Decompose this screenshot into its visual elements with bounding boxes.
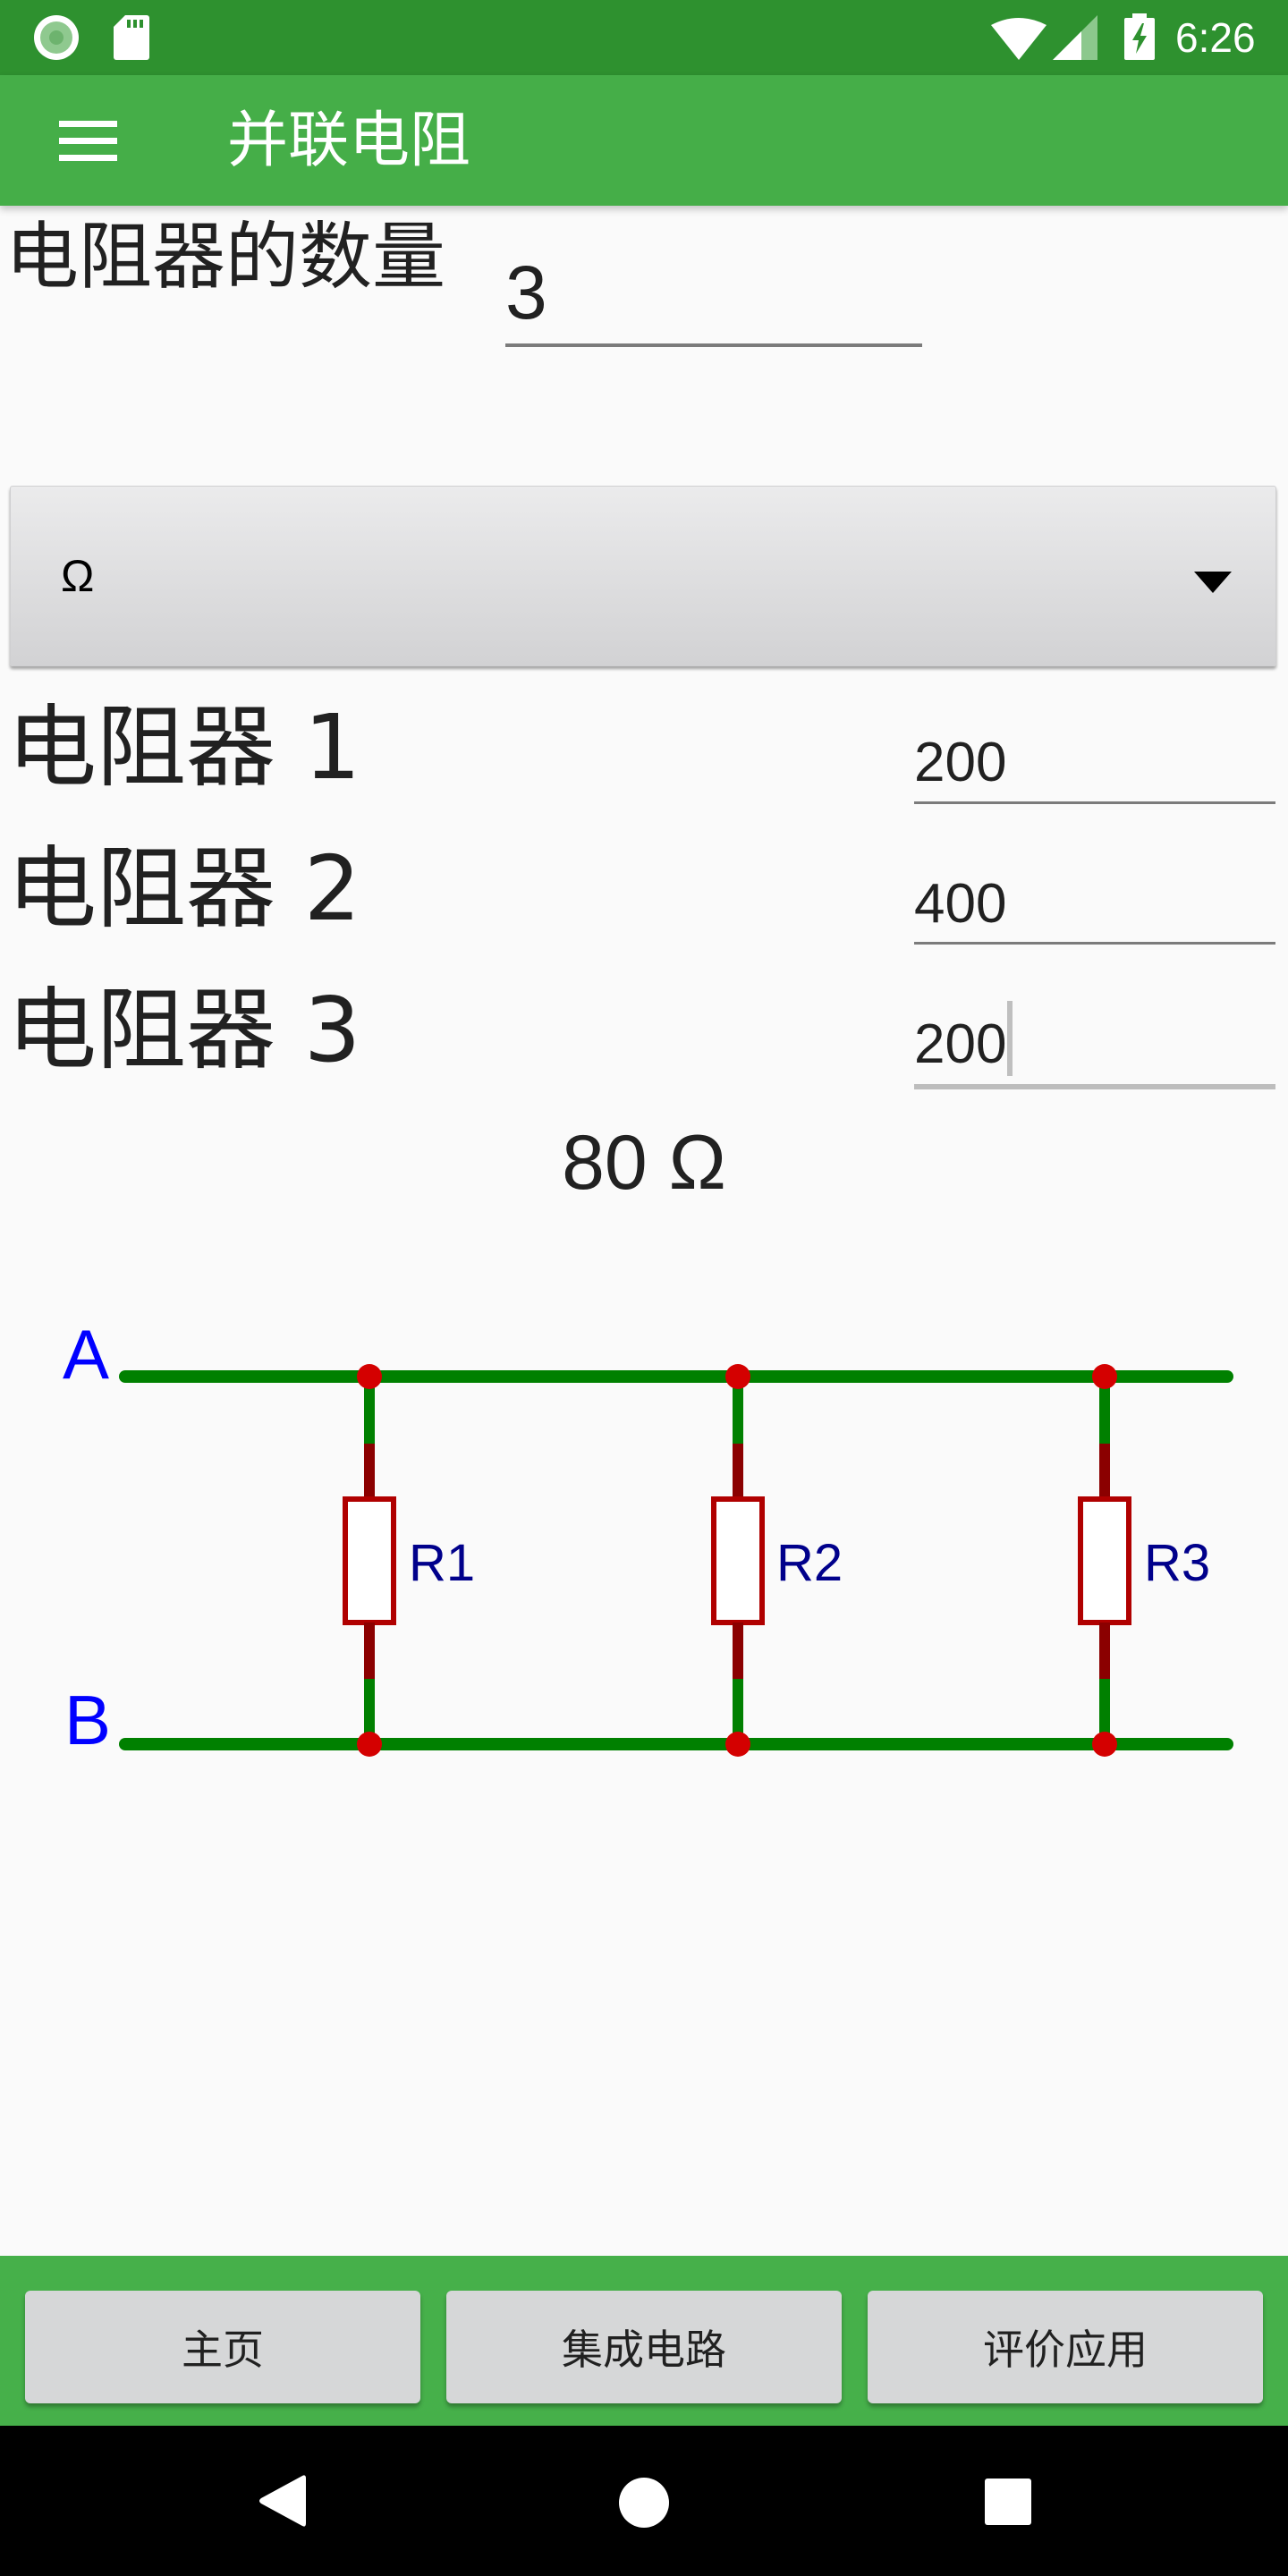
- recents-square-icon[interactable]: [984, 2478, 1032, 2526]
- resistor-2-label: 电阻器 2: [7, 836, 361, 941]
- battery-charging-icon: [1124, 13, 1155, 60]
- wifi-icon: [991, 18, 1046, 60]
- resistor-3-field[interactable]: [914, 1001, 1275, 1089]
- input-underline-focused: [914, 1084, 1275, 1089]
- rate-app-button[interactable]: 评价应用: [868, 2291, 1263, 2403]
- resistor-r1-label: R1: [409, 1534, 475, 1592]
- input-underline: [914, 801, 1275, 804]
- resistor-2-field[interactable]: [914, 868, 1275, 948]
- unit-spinner[interactable]: Ω: [10, 486, 1276, 666]
- node-dot: [725, 1732, 750, 1757]
- input-underline: [505, 343, 922, 347]
- input-underline: [914, 942, 1275, 945]
- bottom-button-bar: 主页 集成电路 评价应用: [0, 2256, 1288, 2426]
- unit-selected-value: Ω: [61, 551, 95, 601]
- node-dot: [725, 1364, 750, 1389]
- home-circle-icon[interactable]: [617, 2476, 671, 2529]
- page-title: 并联电阻: [227, 106, 471, 176]
- node-dot: [357, 1732, 382, 1757]
- resistor-r2-label: R2: [776, 1534, 843, 1592]
- resistor-1-label: 电阻器 1: [7, 695, 361, 800]
- clock: 6:26: [1175, 14, 1256, 61]
- node-dot: [1092, 1364, 1117, 1389]
- resistor-1-field[interactable]: [914, 726, 1275, 807]
- hamburger-menu-icon[interactable]: [36, 93, 140, 188]
- node-dot: [357, 1364, 382, 1389]
- text-cursor: [1007, 1001, 1013, 1076]
- status-bar: 6:26: [0, 0, 1288, 75]
- app-toolbar: 并联电阻: [0, 75, 1288, 206]
- system-navigation-bar: [0, 2426, 1288, 2576]
- resistor-2-input[interactable]: [914, 868, 1275, 939]
- resistor-r3-symbol: R3: [1078, 1364, 1210, 1757]
- terminal-a-label: A: [63, 1315, 109, 1394]
- terminal-b-label: B: [64, 1681, 111, 1759]
- notification-dot-icon: [34, 15, 79, 60]
- equivalent-resistance-result: 80 Ω: [562, 1120, 726, 1206]
- resistor-r3-label: R3: [1144, 1534, 1210, 1592]
- resistor-count-input[interactable]: [505, 243, 922, 342]
- resistor-r1-symbol: R1: [343, 1364, 475, 1757]
- node-dot: [1092, 1732, 1117, 1757]
- integrated-circuit-button[interactable]: 集成电路: [446, 2291, 842, 2403]
- resistor-3-label: 电阻器 3: [7, 978, 361, 1082]
- resistor-count-label: 电阻器的数量: [5, 215, 446, 300]
- resistor-r2-symbol: R2: [711, 1364, 843, 1757]
- resistor-3-input[interactable]: [914, 1008, 1275, 1080]
- resistor-count-field[interactable]: [505, 243, 922, 349]
- home-button[interactable]: 主页: [25, 2291, 420, 2403]
- resistor-1-input[interactable]: [914, 726, 1275, 798]
- dropdown-arrow-icon: [1194, 572, 1232, 593]
- sd-card-icon: [114, 15, 149, 60]
- back-triangle-icon[interactable]: [258, 2474, 308, 2528]
- parallel-circuit-diagram: A B R1 R2 R3: [63, 1315, 1233, 1759]
- cell-signal-icon: [1053, 15, 1097, 60]
